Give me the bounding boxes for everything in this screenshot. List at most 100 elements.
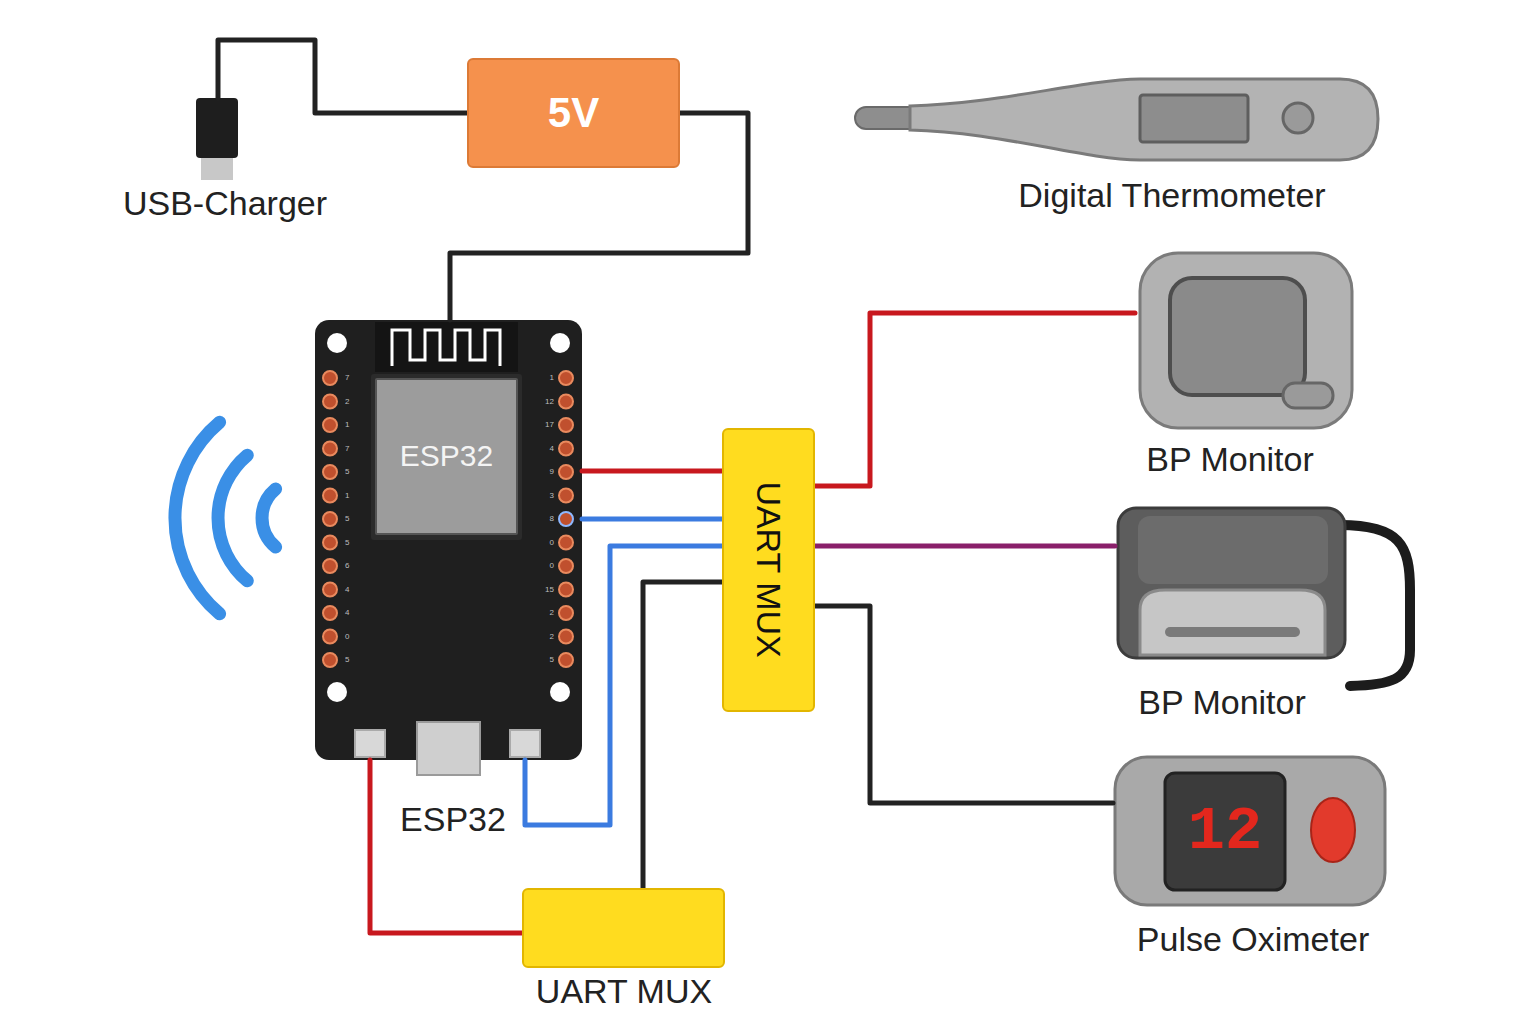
header-pin xyxy=(559,418,573,432)
header-pin xyxy=(323,559,337,573)
device-label: Digital Thermometer xyxy=(1018,176,1325,215)
bp-monitor: BP Monitor xyxy=(1135,253,1357,479)
header-pin xyxy=(559,442,573,456)
usb-plug xyxy=(196,98,238,158)
thermometer-button xyxy=(1283,103,1313,133)
pin-number: 1 xyxy=(345,420,349,430)
antenna-trace xyxy=(392,330,500,366)
pin-number: 8 xyxy=(550,514,554,524)
wire xyxy=(370,760,522,933)
header-pin xyxy=(323,465,337,479)
header-pin xyxy=(323,536,337,550)
chip-label: ESP32 xyxy=(400,439,493,474)
pin-number: 4 xyxy=(345,608,349,618)
pin-number: 0 xyxy=(550,538,554,548)
module-label: 5V xyxy=(548,89,599,137)
bp-cuff-band xyxy=(1140,590,1325,655)
wire xyxy=(815,544,1115,549)
antenna-area xyxy=(375,322,518,372)
pin-number: 7 xyxy=(345,373,349,383)
wire xyxy=(815,313,1135,486)
header-pin xyxy=(559,536,573,550)
bp-monitor-screen xyxy=(1170,278,1305,395)
mounting-hole xyxy=(327,682,347,702)
wire xyxy=(582,469,722,474)
header-pin xyxy=(323,489,337,503)
header-pin xyxy=(323,512,337,526)
connector-pad xyxy=(355,730,385,757)
pin-number: 6 xyxy=(345,561,349,571)
pin-number: 15 xyxy=(545,585,554,595)
mounting-hole xyxy=(327,333,347,353)
pin-number: 2 xyxy=(550,632,554,642)
digital-thermometer: Digital Thermometer xyxy=(850,75,1385,215)
wifi-arc xyxy=(175,422,220,614)
esp32-board: ESP32ESP3272175155644051121749380015225 xyxy=(315,320,582,760)
pin-number: 1 xyxy=(345,491,349,501)
pin-number: 5 xyxy=(550,655,554,665)
header-pin xyxy=(559,371,573,385)
mounting-hole xyxy=(550,682,570,702)
mux-label: UART MUX xyxy=(749,482,788,658)
wire xyxy=(218,40,467,113)
wifi-arc xyxy=(262,489,276,547)
chip-frame xyxy=(371,374,522,540)
usb-port xyxy=(417,722,480,775)
header-pin xyxy=(559,606,573,620)
usb-plug-tip xyxy=(201,158,233,180)
device-label: USB-Charger xyxy=(123,184,327,223)
pin-number: 7 xyxy=(345,444,349,454)
bp-cuff-tube xyxy=(1340,525,1410,686)
pin-number: 2 xyxy=(550,608,554,618)
header-pin xyxy=(323,630,337,644)
bp-monitor: BP Monitor xyxy=(1115,508,1415,722)
display-reading: 12 xyxy=(1165,773,1285,890)
pin-number: 2 xyxy=(345,397,349,407)
uart-mux: UART MUX xyxy=(522,888,725,968)
header-pin xyxy=(323,418,337,432)
bp-cuff-slot xyxy=(1165,627,1300,637)
oximeter-led xyxy=(1311,798,1355,862)
header-pin xyxy=(559,583,573,597)
pcb-board xyxy=(315,320,582,760)
wire xyxy=(643,582,722,888)
uart-mux: UART MUX xyxy=(722,428,815,712)
mux-label: UART MUX xyxy=(536,972,712,1011)
wire xyxy=(815,606,1113,803)
header-pin xyxy=(323,583,337,597)
pin-number: 0 xyxy=(550,561,554,571)
bp-cuff-body xyxy=(1118,508,1345,658)
header-pin xyxy=(323,606,337,620)
pin-number: 1 xyxy=(550,373,554,383)
device-label: BP Monitor xyxy=(1146,440,1314,479)
thermometer-display xyxy=(1140,95,1248,142)
connector-pad xyxy=(510,730,540,757)
bp-monitor-body xyxy=(1140,253,1352,428)
header-pin xyxy=(323,653,337,667)
esp32-chip: ESP32 xyxy=(375,378,518,535)
pin-number: 17 xyxy=(545,420,554,430)
pin-number: 4 xyxy=(345,585,349,595)
board-label: ESP32 xyxy=(400,800,506,839)
pin-number: 9 xyxy=(550,467,554,477)
wifi-arc xyxy=(218,455,247,581)
power-module: 5V xyxy=(467,58,680,168)
bp-monitor-button xyxy=(1283,383,1333,408)
bp-cuff-panel xyxy=(1138,516,1328,584)
thermometer-body xyxy=(910,79,1378,160)
header-pin xyxy=(559,465,573,479)
pin-number: 4 xyxy=(550,444,554,454)
device-label: Pulse Oximeter xyxy=(1137,920,1369,959)
header-pin xyxy=(559,653,573,667)
header-pin xyxy=(323,395,337,409)
oximeter-display xyxy=(1165,773,1285,890)
wire xyxy=(525,546,722,825)
mounting-hole xyxy=(550,333,570,353)
pin-number: 5 xyxy=(345,538,349,548)
oximeter-body xyxy=(1115,757,1385,905)
header-pin xyxy=(559,630,573,644)
header-pin xyxy=(559,512,573,526)
pin-number: 5 xyxy=(345,514,349,524)
